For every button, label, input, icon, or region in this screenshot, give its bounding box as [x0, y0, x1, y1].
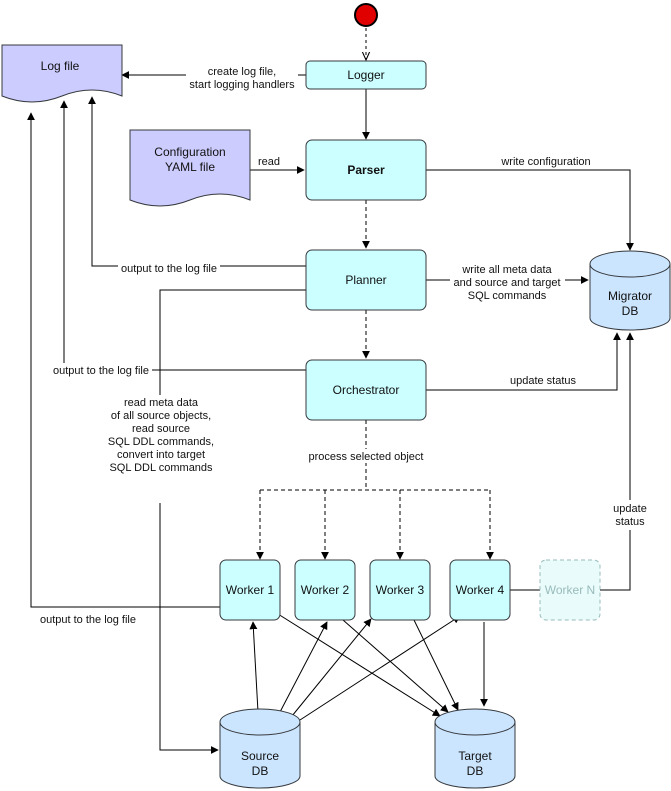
edge-orchestrator-migrator [426, 332, 621, 391]
orchestrator-node: Orchestrator [305, 359, 427, 421]
worker-4-label: Worker 4 [456, 583, 505, 597]
worker-n-node: Worker N [539, 559, 601, 621]
source-db-node: Source DB [219, 708, 301, 789]
create-log-label-line1: create log file, [208, 66, 276, 78]
write-config-label: write configuration [500, 156, 590, 168]
worker-1-node: Worker 1 [219, 559, 281, 621]
worker-2-label: Worker 2 [301, 583, 350, 597]
write-meta-label-line3: SQL commands [468, 290, 547, 302]
edge-labels: create log file, start logging handlers … [40, 64, 657, 626]
source-db-label-line1: Source [241, 749, 279, 763]
planner-label: Planner [345, 273, 386, 287]
migrator-db-node: Migrator DB [589, 250, 671, 331]
worker-4-node: Worker 4 [449, 559, 511, 621]
worker-n-label: Worker N [545, 583, 595, 597]
edge-parser-migrator [426, 169, 634, 251]
parser-label: Parser [347, 163, 385, 177]
target-db-label-line2: DB [467, 764, 484, 778]
migrator-db-label-line1: Migrator [608, 289, 652, 303]
orchestrator-label: Orchestrator [333, 383, 400, 397]
edge-worker3-target [413, 619, 459, 711]
config-label-line1: Configuration [154, 145, 225, 159]
edge-source-worker2 [279, 621, 328, 713]
update-status-workers-line1: update [613, 503, 647, 515]
workers-log-label: output to the log file [40, 614, 136, 626]
migrator-db-label-line2: DB [622, 304, 639, 318]
worker-3-node: Worker 3 [369, 559, 431, 621]
edge-source-worker1 [249, 621, 259, 713]
edge-worker2-target [342, 619, 449, 713]
edge-planner-logfile [88, 96, 306, 267]
planner-log-label: output to the log file [121, 263, 217, 275]
parser-node: Parser [305, 139, 427, 201]
logger-label: Logger [347, 68, 384, 82]
read-meta-line1: read meta data [124, 397, 199, 409]
target-db-label-line1: Target [458, 749, 492, 763]
create-log-label-line2: start logging handlers [189, 79, 295, 91]
worker-2-node: Worker 2 [294, 559, 356, 621]
edge-orchestrator-workers [256, 420, 494, 560]
config-file-node: Configuration YAML file [129, 129, 251, 207]
read-meta-line4: SQL DDL commands, [108, 436, 214, 448]
edge-source-worker3 [291, 618, 372, 717]
start-node [354, 3, 378, 27]
update-status-label: update status [510, 375, 577, 387]
edge-workers-logfile [27, 112, 220, 608]
edge-planner-sourcedb [159, 289, 306, 754]
config-label-line2: YAML file [165, 160, 215, 174]
source-db-label-line2: DB [252, 764, 269, 778]
log-file-node: Log file [1, 44, 123, 103]
edge-worker1-target [277, 613, 441, 717]
target-db-node: Target DB [434, 708, 516, 789]
edge-workers-migrator [510, 332, 634, 591]
edge-source-worker4 [299, 615, 461, 721]
worker-1-label: Worker 1 [226, 583, 275, 597]
read-meta-line3: read source [132, 423, 190, 435]
update-status-workers-line2: status [615, 516, 645, 528]
process-selected-label: process selected object [309, 451, 424, 463]
planner-node: Planner [305, 249, 427, 311]
worker-3-label: Worker 3 [376, 583, 425, 597]
write-meta-label-line2: and source and target [453, 277, 560, 289]
log-file-label: Log file [41, 59, 80, 73]
read-meta-line5: convert into target [117, 449, 205, 461]
orchestrator-log-label: output to the log file [53, 365, 149, 377]
logger-node: Logger [305, 60, 427, 90]
read-meta-line6: SQL DDL commands [109, 462, 213, 474]
read-label: read [258, 156, 280, 168]
read-meta-line2: of all source objects, [111, 410, 211, 422]
write-meta-label-line1: write all meta data [461, 264, 552, 276]
